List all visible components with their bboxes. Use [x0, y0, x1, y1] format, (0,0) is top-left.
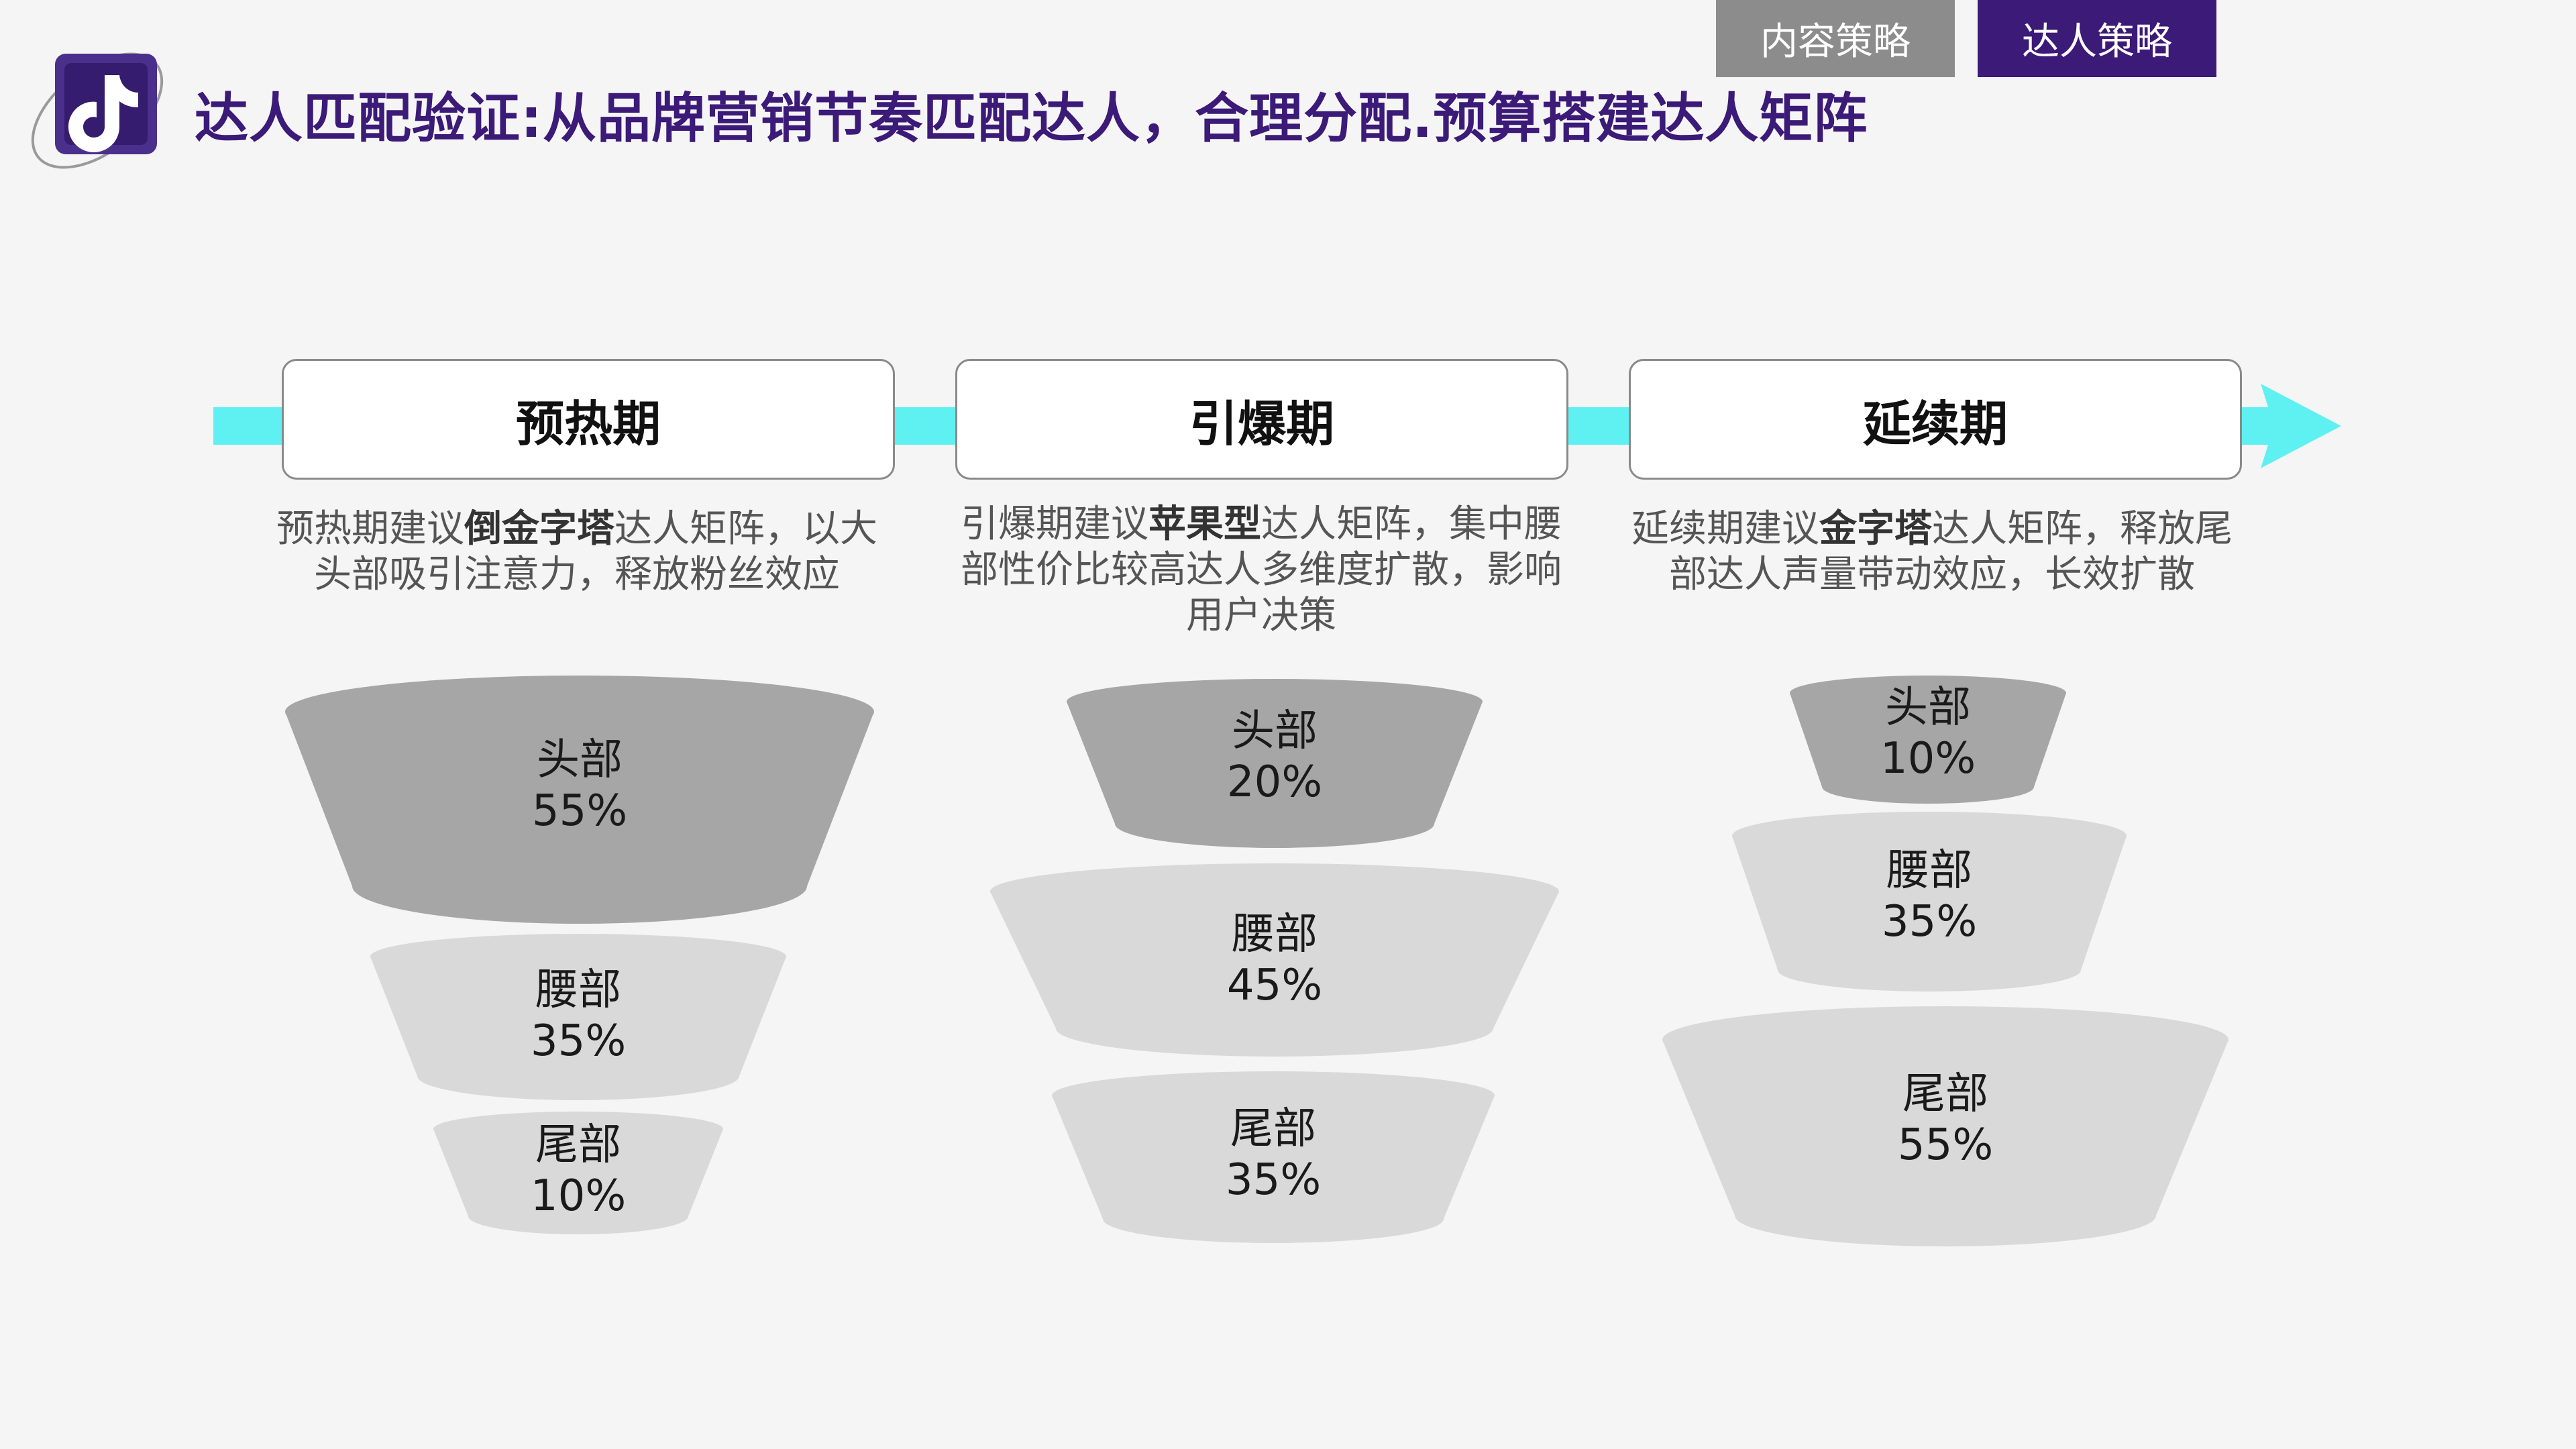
- phase-title-continuation: 延续期: [1629, 359, 2242, 480]
- segment-label-name: 腰部: [535, 965, 621, 1015]
- segment-label-value: 35%: [1225, 1155, 1322, 1205]
- phase-title-burst: 引爆期: [955, 359, 1568, 480]
- matrix-type-apple: 苹果型: [1148, 502, 1261, 546]
- segment-label-value: 35%: [1881, 897, 1978, 947]
- segment-label-name: 腰部: [1232, 910, 1318, 959]
- phase-title-preheat: 预热期: [282, 359, 895, 480]
- segment-label-value: 45%: [1226, 961, 1323, 1010]
- phase-description-burst: 引爆期建议苹果型达人矩阵，集中腰部性价比较高达人多维度扩散，影响用户决策: [961, 502, 1562, 637]
- segment-label-value: 55%: [1897, 1120, 1994, 1170]
- segment-label-name: 头部: [1232, 706, 1318, 756]
- phase-description-preheat: 预热期建议倒金字塔达人矩阵，以大头部吸引注意力，释放粉丝效应: [276, 507, 877, 596]
- segment-label-value: 10%: [1880, 734, 1976, 784]
- segment-label-name: 尾部: [1230, 1104, 1316, 1154]
- timeline-arrow-head-icon: [2261, 384, 2341, 468]
- segment-label-value: 35%: [530, 1016, 627, 1066]
- tab-talent-strategy[interactable]: 达人策略: [1978, 0, 2216, 77]
- segment-label-value: 10%: [530, 1171, 627, 1221]
- segment-label-name: 头部: [1885, 683, 1971, 733]
- tab-content-strategy[interactable]: 内容策略: [1716, 0, 1955, 77]
- matrix-type-inverted-pyramid: 倒金字塔: [464, 507, 614, 551]
- segment-label-value: 20%: [1226, 757, 1323, 807]
- matrix-type-pyramid: 金字塔: [1819, 507, 1932, 551]
- segment-label-name: 尾部: [1902, 1069, 1988, 1119]
- segment-label-value: 55%: [531, 786, 628, 836]
- tiktok-logo-icon: [20, 34, 174, 181]
- segment-label-name: 腰部: [1886, 846, 1972, 896]
- page-title: 达人匹配验证:从品牌营销节奏匹配达人，合理分配.预算搭建达人矩阵: [195, 87, 1868, 150]
- segment-label-name: 尾部: [535, 1120, 621, 1170]
- phase-description-continuation: 延续期建议金字塔达人矩阵，释放尾部达人声量带动效应，长效扩散: [1631, 507, 2233, 596]
- segment-label-name: 头部: [537, 735, 623, 785]
